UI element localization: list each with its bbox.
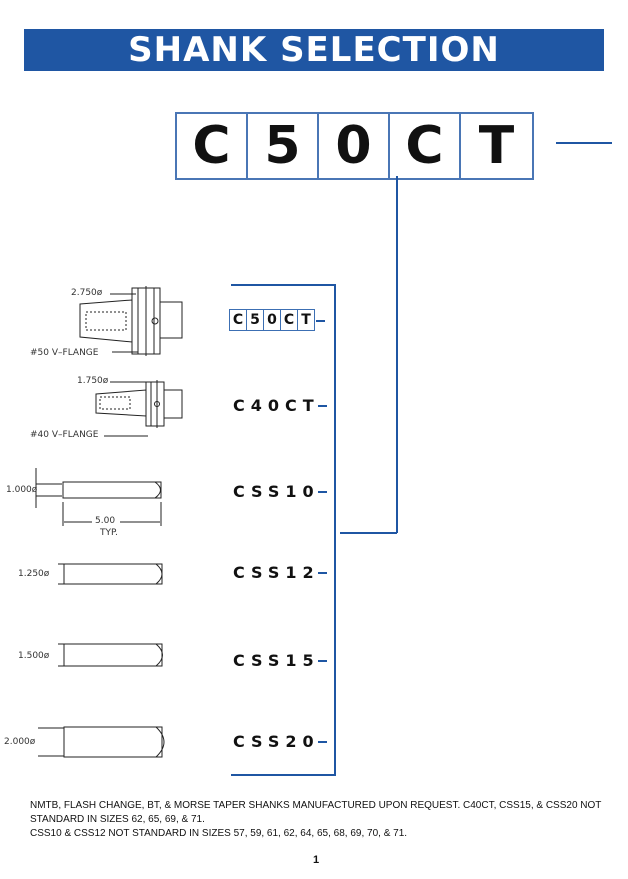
page-title: SHANK SELECTION <box>128 30 500 70</box>
css20-drawing <box>38 726 165 758</box>
css20-diameter-label: 2.000ø <box>4 737 36 747</box>
option-c50ct-boxed: C 5 0 C T <box>229 309 315 331</box>
css10-length-note: TYP. <box>100 528 118 538</box>
code-boxes: C 5 0 C T <box>175 112 534 180</box>
option-dash <box>318 405 327 407</box>
option-c50ct-char-2: 5 <box>247 310 264 330</box>
option-dash <box>318 572 327 574</box>
c50ct-diameter-label: 2.750ø <box>71 288 103 298</box>
options-bracket <box>231 284 336 776</box>
code-char-1: C <box>177 114 248 178</box>
css12-diameter-label: 1.250ø <box>18 569 50 579</box>
option-c50ct-char-1: C <box>230 310 247 330</box>
code-char-4: C <box>390 114 461 178</box>
option-dash <box>316 320 325 322</box>
css10-diameter-label: 1.000ø <box>6 485 38 495</box>
c40ct-drawing <box>95 380 183 437</box>
option-css10: CSS10 <box>233 482 320 501</box>
note-1: NMTB, FLASH CHANGE, BT, & MORSE TAPER SH… <box>30 800 602 825</box>
option-css20: CSS20 <box>233 732 320 751</box>
option-dash <box>318 491 327 493</box>
option-css12: CSS12 <box>233 563 320 582</box>
option-c50ct-char-4: C <box>281 310 298 330</box>
option-dash <box>318 660 327 662</box>
c40ct-flange-label: #40 V–FLANGE <box>30 430 99 440</box>
c50ct-flange-label: #50 V–FLANGE <box>30 348 99 358</box>
css10-drawing <box>35 468 162 526</box>
page-number: 1 <box>313 854 320 866</box>
code-char-2: 5 <box>248 114 319 178</box>
css15-diameter-label: 1.500ø <box>18 651 50 661</box>
option-c50ct-char-3: 0 <box>264 310 281 330</box>
title-banner: SHANK SELECTION <box>24 29 604 71</box>
option-dash <box>318 741 327 743</box>
css12-drawing <box>58 563 163 585</box>
note-2: CSS10 & CSS12 NOT STANDARD IN SIZES 57, … <box>30 828 408 839</box>
c40ct-diameter-label: 1.750ø <box>77 376 109 386</box>
css10-length-label: 5.00 <box>95 516 116 526</box>
option-css15: CSS15 <box>233 651 320 670</box>
option-c50ct-char-5: T <box>301 312 311 328</box>
code-char-3: 0 <box>319 114 390 178</box>
option-c40ct: C40CT <box>233 396 320 415</box>
code-char-5: T <box>478 116 515 176</box>
footer-notes: NMTB, FLASH CHANGE, BT, & MORSE TAPER SH… <box>30 799 610 841</box>
css15-drawing <box>58 643 163 667</box>
c50ct-drawing <box>79 286 183 356</box>
